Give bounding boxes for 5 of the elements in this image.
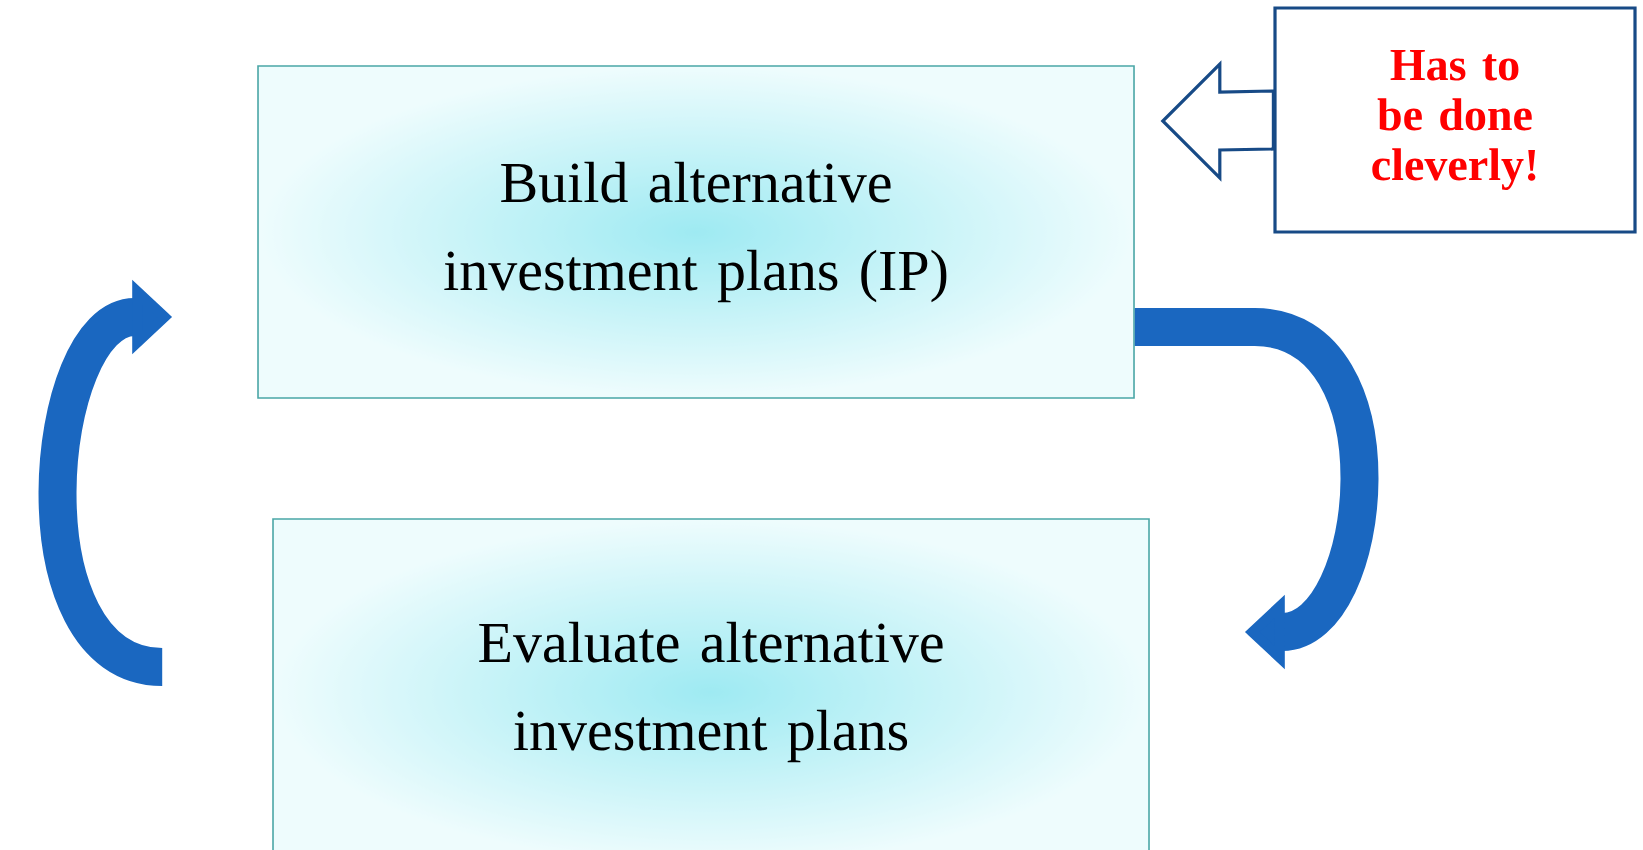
arrow	[1160, 60, 1275, 182]
process-box: Build alternative investment plans (IP)	[257, 65, 1135, 399]
callout-box: Has to be done cleverly!	[1273, 6, 1637, 234]
curved-arrow	[1134, 308, 1379, 670]
process-box: Evaluate alternative investment plans	[272, 518, 1150, 850]
